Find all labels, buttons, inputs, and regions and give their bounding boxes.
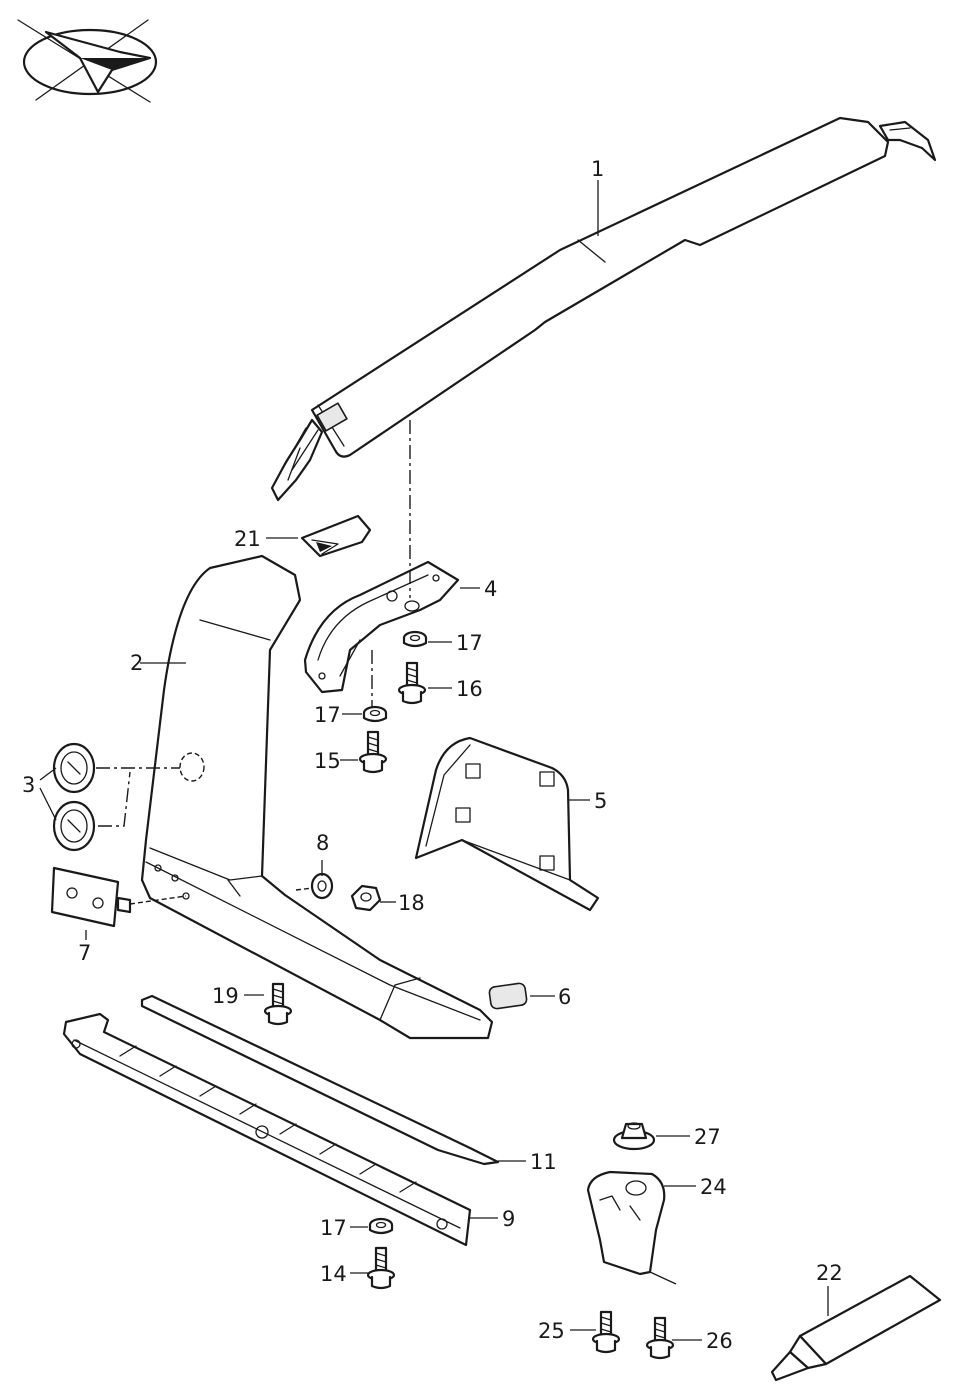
part-8-nut xyxy=(310,872,334,900)
part-5-trim-panel xyxy=(414,736,600,912)
callout-14: 14 xyxy=(320,1262,347,1286)
callout-5: 5 xyxy=(594,789,607,813)
part-25-screw xyxy=(591,1310,621,1354)
part-1-roof-rail xyxy=(270,116,937,502)
callout-11: 11 xyxy=(530,1150,557,1174)
part-9-sill-bracket xyxy=(62,1012,472,1247)
part-19-screw xyxy=(263,982,293,1026)
part-11-strip xyxy=(140,994,500,1166)
callout-17-b: 17 xyxy=(314,703,341,727)
part-16-screw xyxy=(397,661,427,705)
callout-3: 3 xyxy=(22,773,35,797)
part-17-washer-b xyxy=(362,705,388,723)
callout-4: 4 xyxy=(484,577,497,601)
callout-16: 16 xyxy=(456,677,483,701)
part-17-washer-c xyxy=(368,1217,394,1235)
part-14-screw xyxy=(366,1246,396,1290)
callout-22: 22 xyxy=(816,1261,843,1285)
callout-27: 27 xyxy=(694,1125,721,1149)
part-6-cap xyxy=(488,982,528,1010)
part-26-screw xyxy=(645,1316,675,1360)
callout-2: 2 xyxy=(130,651,143,675)
part-2-pillar-trim xyxy=(140,554,494,1040)
callout-18: 18 xyxy=(398,891,425,915)
part-15-screw xyxy=(358,730,388,774)
callout-1: 1 xyxy=(591,157,604,181)
part-7-plate xyxy=(50,866,132,928)
callout-9: 9 xyxy=(502,1207,515,1231)
callout-7: 7 xyxy=(78,941,91,965)
part-22-tube xyxy=(770,1274,942,1382)
callout-17-c: 17 xyxy=(320,1216,347,1240)
callout-24: 24 xyxy=(700,1175,727,1199)
callout-17-a: 17 xyxy=(456,631,483,655)
callout-19: 19 xyxy=(212,984,239,1008)
leader-lines xyxy=(39,180,829,1341)
callout-26: 26 xyxy=(706,1329,733,1353)
plane-arrow-logo xyxy=(17,19,158,103)
part-24-bracket xyxy=(586,1170,677,1285)
part-21-clip xyxy=(300,514,372,558)
part-4-bracket xyxy=(303,560,460,694)
part-27-nut xyxy=(612,1122,656,1151)
callout-25: 25 xyxy=(538,1319,565,1343)
part-18-nut xyxy=(350,884,382,912)
part-17-washer-a xyxy=(402,630,428,648)
callout-15: 15 xyxy=(314,749,341,773)
callout-8: 8 xyxy=(316,831,329,855)
part-3-badges xyxy=(52,742,96,852)
callout-6: 6 xyxy=(558,985,571,1009)
callout-21: 21 xyxy=(234,527,261,551)
